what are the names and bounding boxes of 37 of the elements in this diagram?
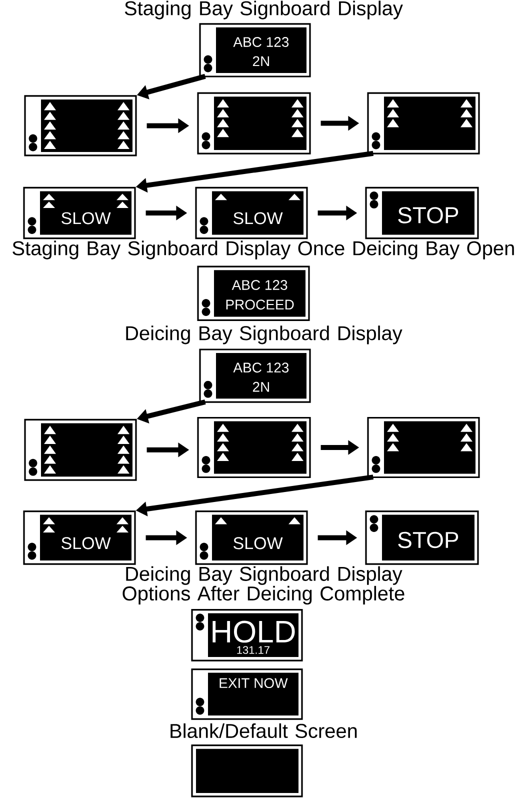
caption-text: Blank/Default Screen <box>170 723 357 738</box>
display-text: SLOW <box>62 212 111 224</box>
signboard <box>24 418 137 481</box>
signboard <box>191 744 303 798</box>
display-text: SLOW <box>234 212 283 224</box>
display-text: STOP <box>398 207 458 224</box>
signboard <box>365 186 479 240</box>
display-text: ABC 123 <box>233 362 289 373</box>
display-text: PROCEED <box>226 300 294 310</box>
display-text: SLOW <box>234 537 283 550</box>
display-text: 2N <box>252 382 269 392</box>
signboard <box>23 186 136 240</box>
signboard <box>195 510 308 565</box>
signboard <box>367 92 480 154</box>
signboard <box>195 186 308 240</box>
display-text: HOLD <box>212 620 295 643</box>
signboard <box>23 510 136 565</box>
display-text: ABC 123 <box>232 280 288 290</box>
display-text: 2N <box>252 56 269 66</box>
signboard <box>367 416 480 478</box>
display-text: 131.17 <box>237 646 270 654</box>
signboard <box>24 95 137 156</box>
caption-text: Deicing Bay Signboard Display <box>126 326 402 344</box>
caption-text: Staging Bay Signboard Display Once Deicing Bay Open <box>12 240 514 260</box>
caption-text: Deicing Bay Signboard Display Options After Deicing Complete <box>122 566 404 605</box>
signboard <box>365 510 479 565</box>
display-text: ABC 123 <box>233 37 289 47</box>
signboard <box>191 668 303 720</box>
display-text: SLOW <box>62 537 111 550</box>
display-text: EXIT NOW <box>220 678 288 688</box>
signboard <box>199 348 311 403</box>
signboard <box>197 266 310 321</box>
display-text: STOP <box>398 532 458 548</box>
signboard <box>191 609 303 662</box>
signboard <box>197 416 311 478</box>
signboard <box>197 92 311 154</box>
signboard <box>199 23 311 78</box>
